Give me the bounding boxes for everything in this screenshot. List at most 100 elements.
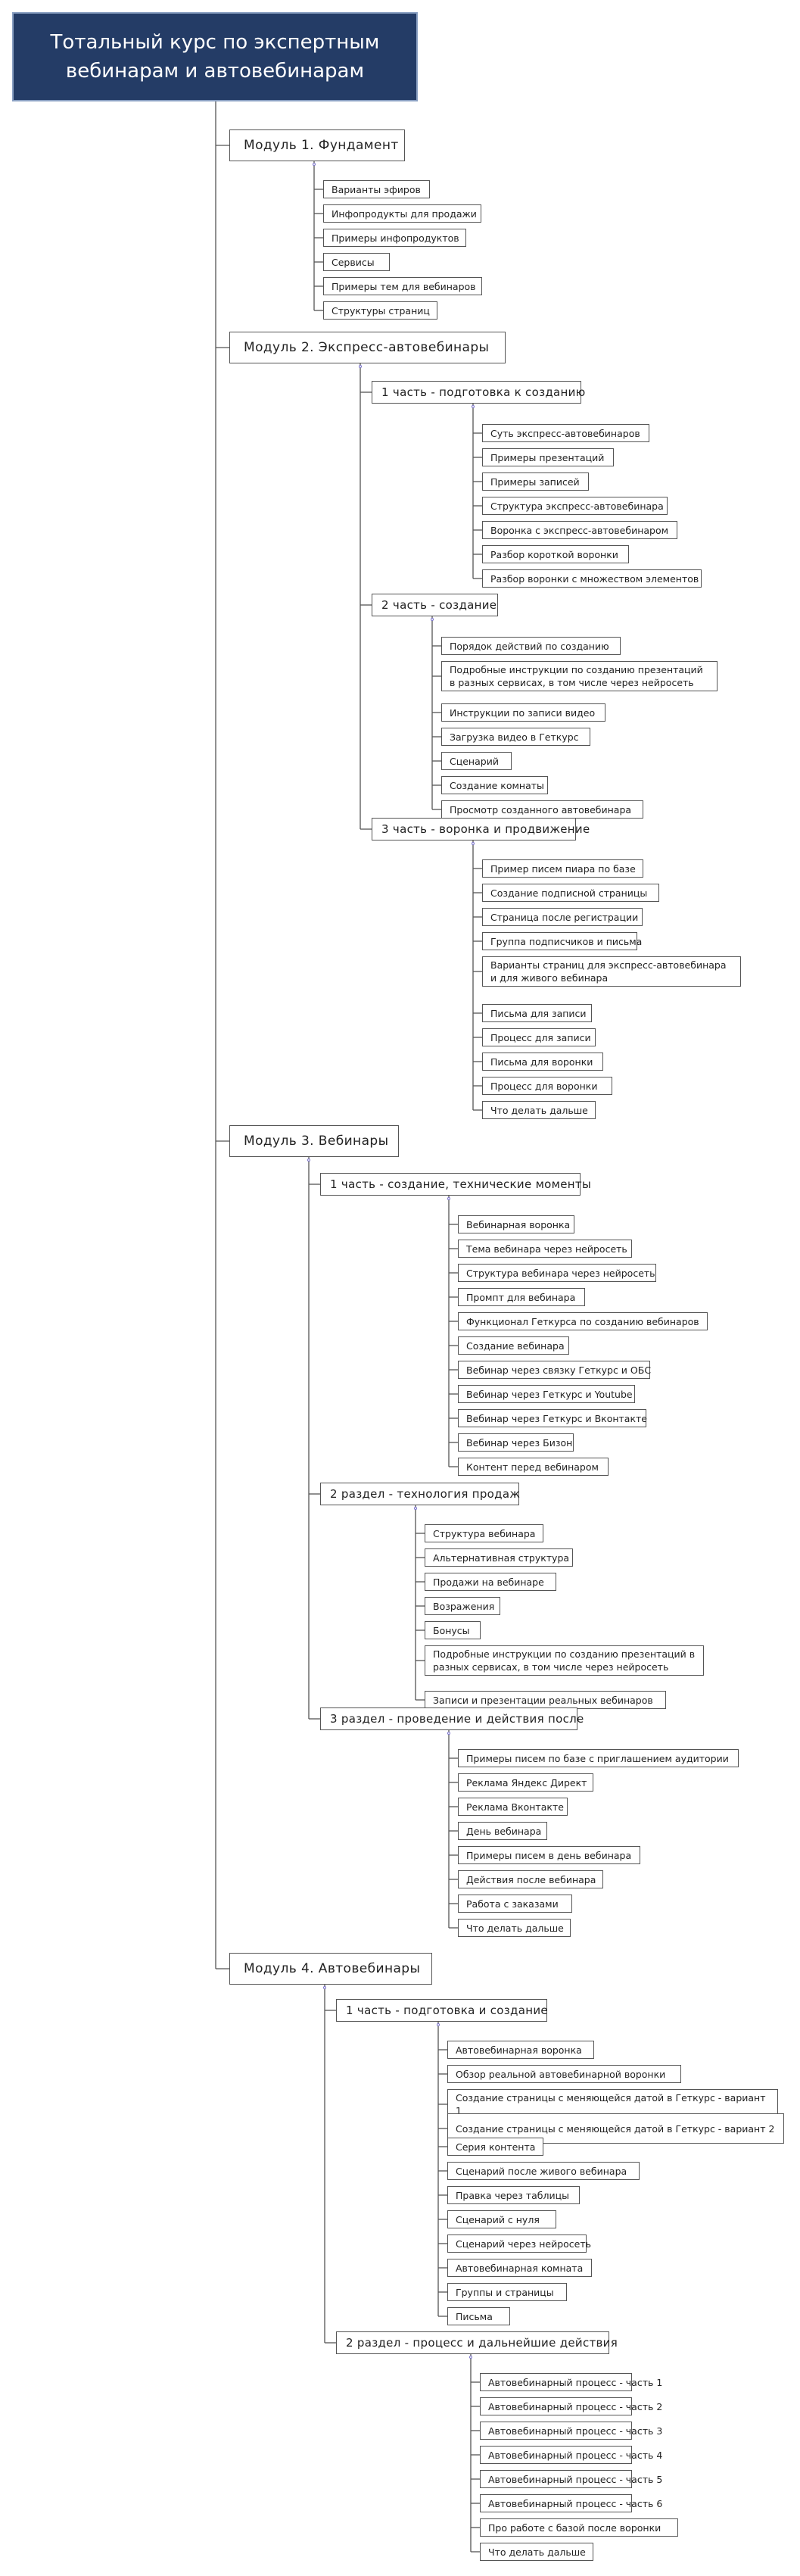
module-2-part-1-item-2[interactable]: Примеры презентаций xyxy=(482,448,614,466)
module-3-part-3-collapse-toggle-icon[interactable] xyxy=(447,1732,450,1735)
module-3-part-2-item-7[interactable]: Записи и презентации реальных вебинаров xyxy=(425,1691,666,1709)
module-4[interactable]: Модуль 4. Автовебинары xyxy=(229,1953,432,1985)
module-3-part-1-item-3[interactable]: Структура вебинара через нейросеть xyxy=(458,1264,656,1282)
module-2-part-3-item-6[interactable]: Письма для записи xyxy=(482,1004,592,1022)
module-1-item-3[interactable]: Примеры инфопродуктов xyxy=(323,229,466,247)
module-2-part-3[interactable]: 3 часть - воронка и продвижение xyxy=(372,818,590,840)
module-4-part-2-item-5[interactable]: Автовебинарный процесс - часть 5 xyxy=(480,2470,662,2488)
module-2-part-2-item-3[interactable]: Инструкции по записи видео xyxy=(441,703,605,722)
module-4-collapse-toggle-icon[interactable] xyxy=(323,1986,326,1989)
module-2-part-1[interactable]: 1 часть - подготовка к созданию xyxy=(372,381,585,404)
module-1-item-2[interactable]: Инфопродукты для продажи xyxy=(323,204,481,223)
module-2-part-2-item-1[interactable]: Порядок действий по созданию xyxy=(441,637,621,655)
module-2-part-1-item-3[interactable]: Примеры записей xyxy=(482,472,589,491)
module-4-part-2-item-7[interactable]: Про работе с базой после воронки xyxy=(480,2518,678,2537)
module-4-part-1-item-9[interactable]: Сценарий через нейросеть xyxy=(447,2235,591,2253)
module-3-part-3[interactable]: 3 раздел - проведение и действия после xyxy=(320,1707,584,1730)
module-2-part-3-collapse-toggle-icon[interactable] xyxy=(472,842,475,845)
module-4-part-2-item-3[interactable]: Автовебинарный процесс - часть 3 xyxy=(480,2422,662,2440)
module-2-part-3-item-3[interactable]: Страница после регистрации xyxy=(482,908,643,926)
module-1-collapse-toggle-icon[interactable] xyxy=(313,163,316,166)
module-1-item-1[interactable]: Варианты эфиров xyxy=(323,180,430,198)
module-3-part-2[interactable]: 2 раздел - технология продаж xyxy=(320,1483,520,1505)
module-4-part-1-item-5[interactable]: Серия контента xyxy=(447,2138,543,2156)
module-3-part-1-item-10[interactable]: Вебинар через Бизон xyxy=(458,1433,574,1452)
module-3-part-1-item-6[interactable]: Создание вебинара xyxy=(458,1336,569,1355)
module-2-part-1-item-1[interactable]: Суть экспресс-автовебинаров xyxy=(482,424,649,442)
module-3-part-2-item-4[interactable]: Возражения xyxy=(425,1597,500,1615)
module-3-part-3-item-1[interactable]: Примеры писем по базе с приглашением ауд… xyxy=(458,1749,739,1767)
module-2-part-3-item-5[interactable]: Варианты страниц для экспресс-автовебина… xyxy=(482,956,741,987)
module-3-part-1-item-7[interactable]: Вебинар через связку Геткурс и ОБС xyxy=(458,1361,651,1379)
module-2[interactable]: Модуль 2. Экспресс-автовебинары xyxy=(229,332,506,363)
module-4-part-2-item-6[interactable]: Автовебинарный процесс - часть 6 xyxy=(480,2494,662,2512)
module-1[interactable]: Модуль 1. Фундамент xyxy=(229,129,405,161)
module-2-part-2-collapse-toggle-icon[interactable] xyxy=(431,618,434,621)
module-3-part-3-item-3[interactable]: Реклама Вконтакте xyxy=(458,1798,568,1816)
module-3-part-1-item-2[interactable]: Тема вебинара через нейросеть xyxy=(458,1240,632,1258)
module-4-part-2-collapse-toggle-icon[interactable] xyxy=(469,2356,472,2359)
module-3-part-1-item-11[interactable]: Контент перед вебинаром xyxy=(458,1458,609,1476)
module-2-part-3-item-1[interactable]: Пример писем пиара по базе xyxy=(482,859,643,878)
module-3-part-3-item-5[interactable]: Примеры писем в день вебинара xyxy=(458,1846,640,1864)
module-4-part-1-item-4[interactable]: Создание страницы с меняющейся датой в Г… xyxy=(447,2113,784,2144)
module-1-item-4[interactable]: Сервисы xyxy=(323,253,390,271)
module-4-part-1-collapse-toggle-icon[interactable] xyxy=(437,2023,440,2026)
module-4-part-1-item-12[interactable]: Письма xyxy=(447,2307,510,2325)
module-1-item-6[interactable]: Структуры страниц xyxy=(323,301,437,320)
module-3-part-2-collapse-toggle-icon[interactable] xyxy=(414,1507,417,1510)
module-3-part-1-collapse-toggle-icon[interactable] xyxy=(447,1197,450,1200)
module-2-part-2[interactable]: 2 часть - создание xyxy=(372,594,498,616)
module-3-part-3-item-8[interactable]: Что делать дальше xyxy=(458,1919,571,1937)
module-2-part-3-item-2[interactable]: Создание подписной страницы xyxy=(482,884,659,902)
module-2-part-2-item-6[interactable]: Создание комнаты xyxy=(441,776,548,794)
module-4-part-1-item-6[interactable]: Сценарий после живого вебинара xyxy=(447,2162,640,2180)
module-2-part-2-item-4[interactable]: Загрузка видео в Геткурс xyxy=(441,728,590,746)
module-3[interactable]: Модуль 3. Вебинары xyxy=(229,1125,399,1157)
module-3-part-2-item-2[interactable]: Альтернативная структура xyxy=(425,1548,573,1567)
module-3-collapse-toggle-icon[interactable] xyxy=(307,1159,310,1162)
module-3-part-2-item-5[interactable]: Бонусы xyxy=(425,1621,481,1639)
module-4-part-1-item-7[interactable]: Правка через таблицы xyxy=(447,2186,580,2204)
module-2-part-3-item-10[interactable]: Что делать дальше xyxy=(482,1101,596,1119)
module-4-part-1-item-10[interactable]: Автовебинарная комната xyxy=(447,2259,592,2277)
module-3-part-1-item-1[interactable]: Вебинарная воронка xyxy=(458,1215,574,1233)
module-4-part-1-item-1[interactable]: Автовебинарная воронка xyxy=(447,2041,594,2059)
module-2-part-1-item-6[interactable]: Разбор короткой воронки xyxy=(482,545,629,563)
module-3-part-1-item-9[interactable]: Вебинар через Геткурс и Вконтакте xyxy=(458,1409,647,1427)
module-4-part-1-item-11[interactable]: Группы и страницы xyxy=(447,2283,567,2301)
module-2-collapse-toggle-icon[interactable] xyxy=(359,365,362,368)
module-4-part-2[interactable]: 2 раздел - процесс и дальнейшие действия xyxy=(336,2331,618,2354)
module-2-part-2-item-7[interactable]: Просмотр созданного автовебинара xyxy=(441,800,643,819)
module-2-part-1-item-4[interactable]: Структура экспресс-автовебинара xyxy=(482,497,668,515)
module-3-part-3-item-6[interactable]: Действия после вебинара xyxy=(458,1870,603,1888)
module-3-part-2-item-1[interactable]: Структура вебинара xyxy=(425,1524,543,1542)
module-2-part-2-item-2[interactable]: Подробные инструкции по созданию презент… xyxy=(441,661,718,691)
module-4-part-2-item-1[interactable]: Автовебинарный процесс - часть 1 xyxy=(480,2373,662,2391)
module-2-part-1-collapse-toggle-icon[interactable] xyxy=(472,405,475,408)
module-3-part-3-item-4[interactable]: День вебинара xyxy=(458,1822,547,1840)
module-4-part-1-item-8[interactable]: Сценарий с нуля xyxy=(447,2210,556,2228)
module-2-part-3-item-4[interactable]: Группа подписчиков и письма xyxy=(482,932,642,950)
module-2-part-1-item-5[interactable]: Воронка с экспресс-автовебинаром xyxy=(482,521,677,539)
module-4-part-2-item-4[interactable]: Автовебинарный процесс - часть 4 xyxy=(480,2446,662,2464)
module-3-part-2-item-6[interactable]: Подробные инструкции по созданию презент… xyxy=(425,1645,704,1676)
module-3-part-2-item-3[interactable]: Продажи на вебинаре xyxy=(425,1573,556,1591)
module-2-part-1-item-7-label: Разбор воронки с множеством элементов xyxy=(490,572,699,585)
module-2-part-3-item-7[interactable]: Процесс для записи xyxy=(482,1028,596,1046)
module-3-part-1-item-8[interactable]: Вебинар через Геткурс и Youtube xyxy=(458,1385,635,1403)
module-4-part-2-item-8[interactable]: Что делать дальше xyxy=(480,2543,593,2561)
module-2-part-3-item-9[interactable]: Процесс для воронки xyxy=(482,1077,612,1095)
module-4-part-1[interactable]: 1 часть - подготовка и создание xyxy=(336,1999,548,2022)
module-1-item-5[interactable]: Примеры тем для вебинаров xyxy=(323,277,482,295)
module-3-part-1[interactable]: 1 часть - создание, технические моменты xyxy=(320,1173,591,1196)
module-3-part-1-item-4[interactable]: Промпт для вебинара xyxy=(458,1288,585,1306)
module-2-part-2-item-5[interactable]: Сценарий xyxy=(441,752,512,770)
module-2-part-3-item-8[interactable]: Письма для воронки xyxy=(482,1053,603,1071)
module-3-part-3-item-2[interactable]: Реклама Яндекс Директ xyxy=(458,1773,593,1792)
module-2-part-1-item-7[interactable]: Разбор воронки с множеством элементов xyxy=(482,569,702,588)
module-3-part-1-item-5[interactable]: Функционал Геткурса по созданию вебинаро… xyxy=(458,1312,708,1330)
module-4-part-1-item-2[interactable]: Обзор реальной автовебинарной воронки xyxy=(447,2065,681,2083)
module-3-part-3-item-7[interactable]: Работа с заказами xyxy=(458,1895,572,1913)
module-4-part-2-item-2[interactable]: Автовебинарный процесс - часть 2 xyxy=(480,2397,662,2415)
